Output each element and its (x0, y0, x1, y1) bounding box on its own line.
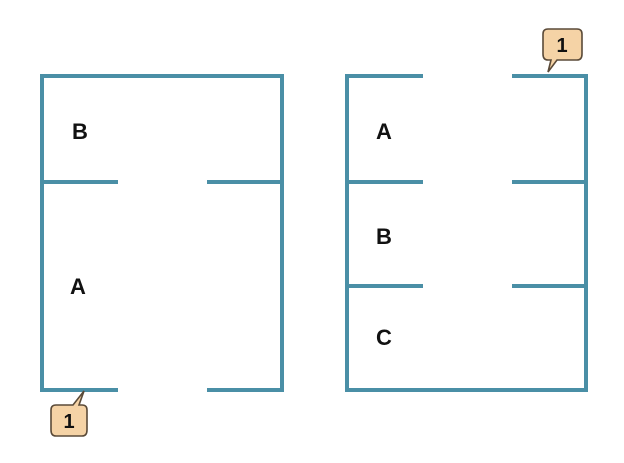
room-label-right-top: A (376, 119, 392, 144)
callout-marker-left: 1 (50, 390, 88, 437)
room-label-left-lower: A (70, 274, 86, 299)
room-label-right-bottom: C (376, 325, 392, 350)
left-plan-walls (40, 74, 284, 392)
callout-label-right: 1 (556, 35, 567, 57)
right-floor-plan: A B C 1 (345, 28, 588, 392)
callout-marker-right: 1 (542, 28, 583, 73)
left-floor-plan: B A 1 (40, 74, 284, 437)
room-label-right-middle: B (376, 224, 392, 249)
right-plan-walls (345, 74, 588, 392)
room-label-left-upper: B (72, 119, 88, 144)
callout-label-left: 1 (63, 411, 74, 433)
